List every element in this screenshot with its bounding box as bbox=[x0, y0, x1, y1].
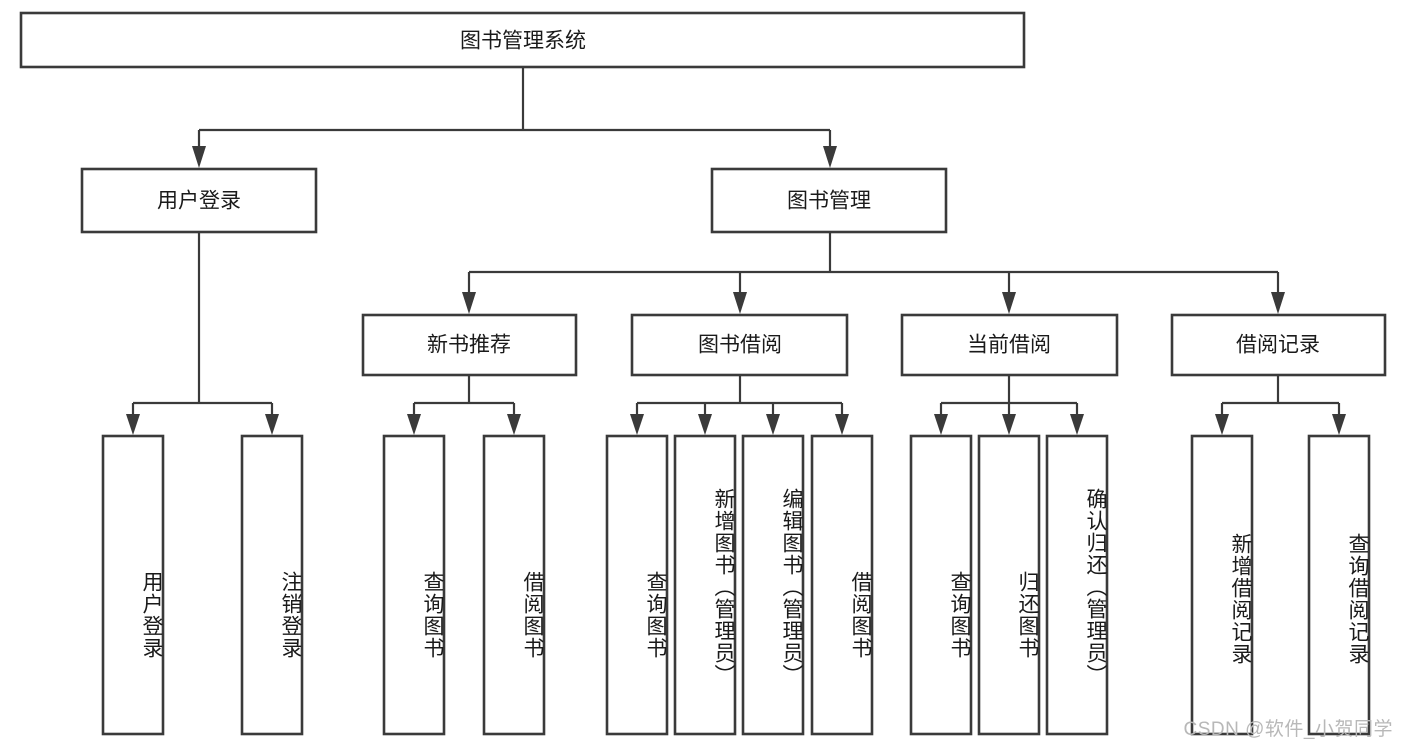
arrow-head-leaf-borrow-book-1 bbox=[507, 414, 521, 435]
arrow-head-leaf-query-borrow-record bbox=[1332, 414, 1346, 435]
arrow-head-user-login bbox=[192, 146, 206, 168]
arrow-head-current-borrow bbox=[1002, 292, 1016, 314]
node-box-new-book-recommend[interactable] bbox=[361, 313, 578, 377]
label-user-login: 用户登录 bbox=[157, 190, 241, 213]
arrow-head-borrow-record bbox=[1271, 292, 1285, 314]
arrow-head-leaf-add-book-admin bbox=[698, 414, 712, 435]
node-box-title[interactable] bbox=[19, 11, 1026, 69]
node-box-leaf-borrow-book-2[interactable] bbox=[810, 434, 874, 736]
arrow-head-leaf-logout-login bbox=[265, 414, 279, 435]
node-box-book-borrow[interactable] bbox=[630, 313, 849, 377]
connector-group bbox=[126, 67, 1346, 435]
arrow-head-book-borrow bbox=[733, 292, 747, 314]
node-box-leaf-query-book-2[interactable] bbox=[605, 434, 669, 736]
arrow-head-new-book-recommend bbox=[462, 292, 476, 314]
node-box-leaf-return-book[interactable] bbox=[977, 434, 1041, 736]
arrow-head-leaf-return-book bbox=[1002, 414, 1016, 435]
label-book-management: 图书管理 bbox=[787, 190, 871, 213]
node-box-user-login[interactable] bbox=[80, 167, 318, 234]
label-title: 图书管理系统 bbox=[460, 30, 586, 53]
node-box-borrow-record[interactable] bbox=[1170, 313, 1387, 377]
label-book-borrow: 图书借阅 bbox=[698, 334, 782, 357]
arrow-head-leaf-confirm-return-admin bbox=[1070, 414, 1084, 435]
node-box-leaf-query-borrow-record[interactable] bbox=[1307, 434, 1371, 736]
arrow-head-book-management bbox=[823, 146, 837, 168]
arrow-head-leaf-add-borrow-record bbox=[1215, 414, 1229, 435]
node-boxes bbox=[19, 11, 1387, 736]
csdn-watermark: CSDN @软件_小贺同学 bbox=[1183, 719, 1393, 740]
node-box-book-management[interactable] bbox=[710, 167, 948, 234]
node-box-leaf-user-login[interactable] bbox=[101, 434, 165, 736]
node-box-leaf-add-book-admin[interactable] bbox=[673, 434, 737, 736]
label-borrow-record: 借阅记录 bbox=[1236, 334, 1320, 357]
node-box-leaf-query-book-3[interactable] bbox=[909, 434, 973, 736]
node-box-leaf-borrow-book-1[interactable] bbox=[482, 434, 546, 736]
node-box-leaf-logout-login[interactable] bbox=[240, 434, 304, 736]
arrow-head-leaf-edit-book-admin bbox=[766, 414, 780, 435]
arrow-head-leaf-query-book-2 bbox=[630, 414, 644, 435]
label-new-book-recommend: 新书推荐 bbox=[427, 334, 511, 357]
label-current-borrow: 当前借阅 bbox=[967, 334, 1051, 357]
arrow-head-leaf-user-login bbox=[126, 414, 140, 435]
node-box-current-borrow[interactable] bbox=[900, 313, 1119, 377]
node-box-leaf-confirm-return-admin[interactable] bbox=[1045, 434, 1109, 736]
arrow-head-leaf-borrow-book-2 bbox=[835, 414, 849, 435]
node-box-leaf-query-book-1[interactable] bbox=[382, 434, 446, 736]
arrow-head-leaf-query-book-3 bbox=[934, 414, 948, 435]
arrow-head-leaf-query-book-1 bbox=[407, 414, 421, 435]
node-labels-horizontal: 图书管理系统 用户登录 图书管理 新书推荐 图书借阅 当前借阅 借阅记录 bbox=[157, 30, 1320, 357]
node-box-leaf-add-borrow-record[interactable] bbox=[1190, 434, 1254, 736]
node-box-leaf-edit-book-admin[interactable] bbox=[741, 434, 805, 736]
